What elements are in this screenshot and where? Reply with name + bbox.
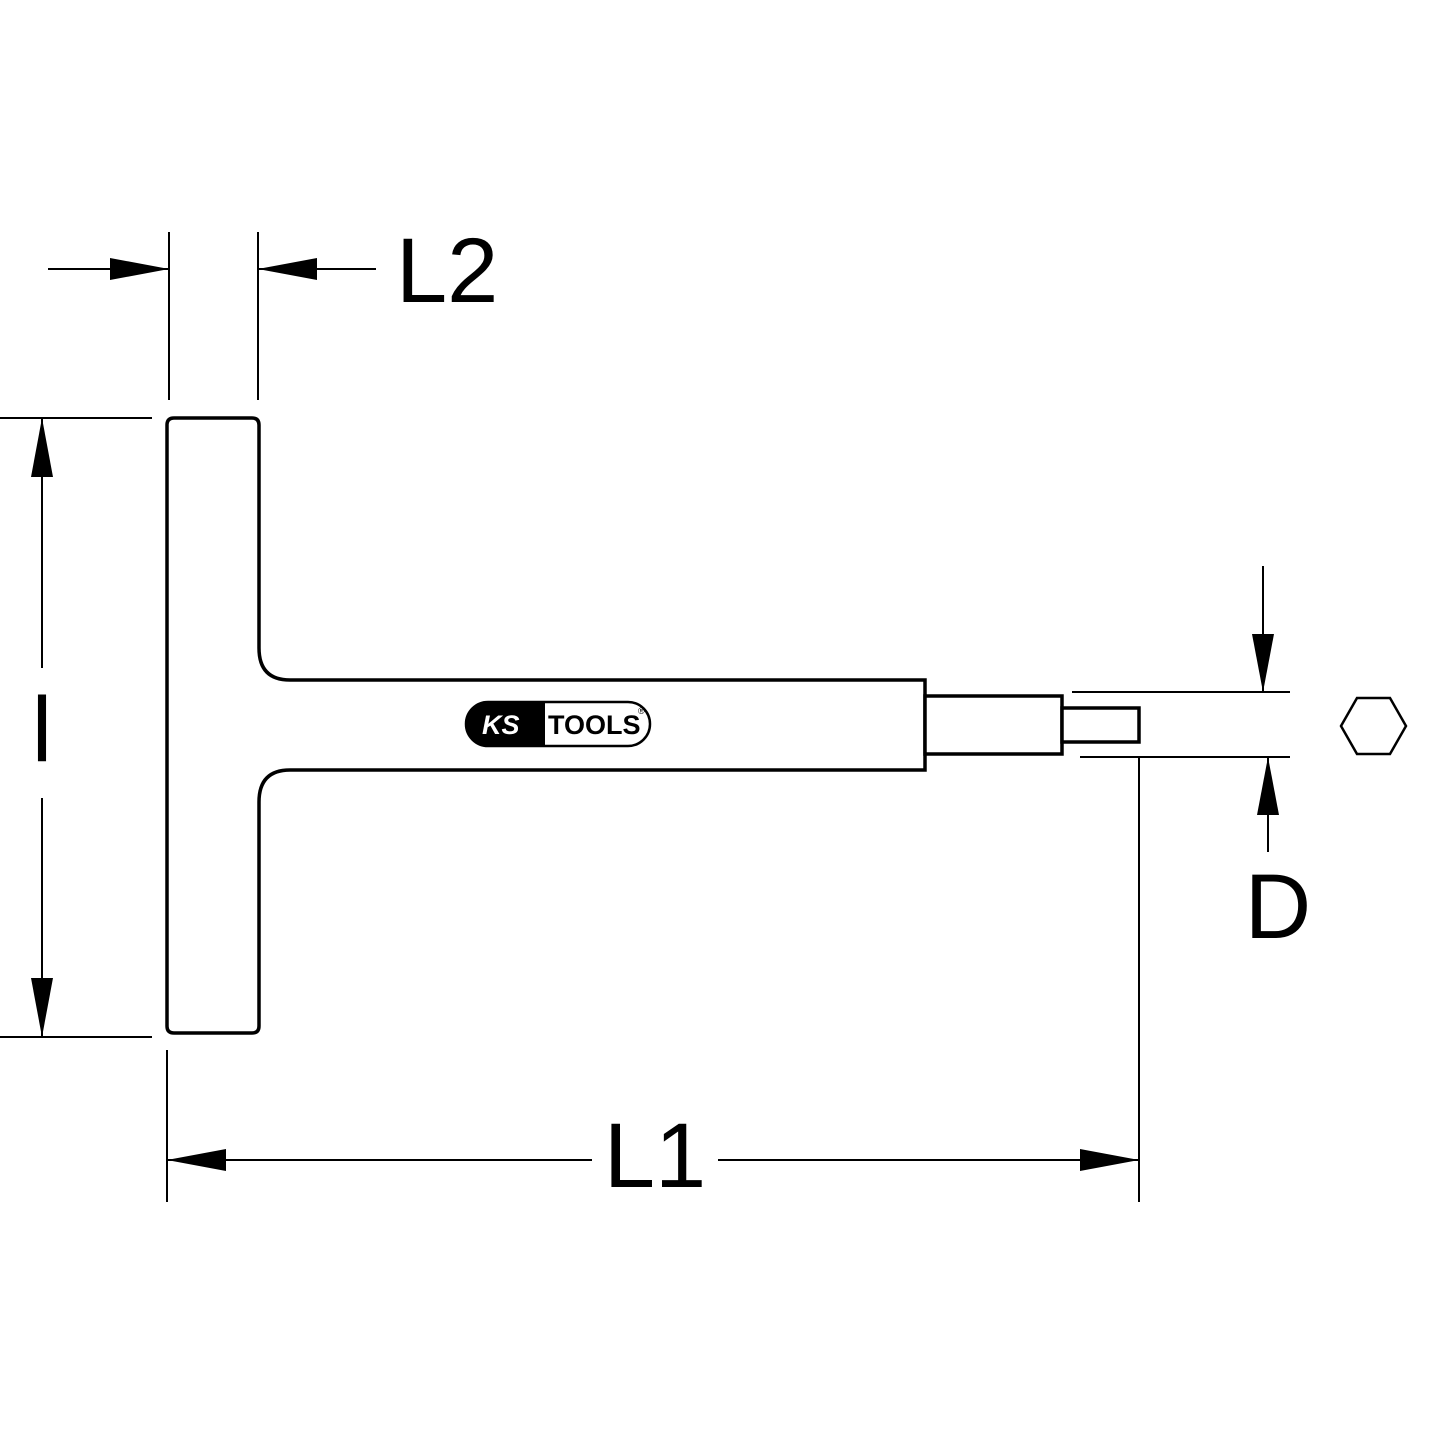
tool-body: KS TOOLS ® — [165, 416, 1141, 1035]
hexagon-icon — [1339, 696, 1408, 756]
l1-label: L1 — [604, 1105, 706, 1207]
dimension-l1: L1 — [166, 757, 1140, 1207]
l-label: l — [32, 679, 52, 781]
d-label: D — [1245, 856, 1311, 958]
logo-text-tools: TOOLS — [548, 710, 641, 740]
hex-tip — [1060, 706, 1141, 744]
l2-label: L2 — [396, 220, 498, 322]
dimension-d: D — [1072, 566, 1408, 958]
dimension-l2: L2 — [48, 220, 498, 400]
dimension-l: l — [0, 417, 152, 1038]
l1-arrow-right — [1080, 1149, 1139, 1171]
logo-text-ks: KS — [482, 710, 520, 740]
ks-tools-logo: KS TOOLS ® — [464, 700, 652, 748]
l-arrow-top — [31, 418, 53, 477]
l-arrow-bottom — [31, 978, 53, 1037]
tool-sleeve — [923, 694, 1064, 756]
l2-arrow-right — [258, 258, 317, 280]
d-arrow-bottom — [1257, 757, 1279, 815]
logo-badge — [466, 702, 545, 746]
logo-registered-mark: ® — [638, 706, 645, 716]
d-arrow-top — [1252, 634, 1274, 692]
l2-arrow-left — [110, 258, 169, 280]
l1-arrow-left — [167, 1149, 226, 1171]
